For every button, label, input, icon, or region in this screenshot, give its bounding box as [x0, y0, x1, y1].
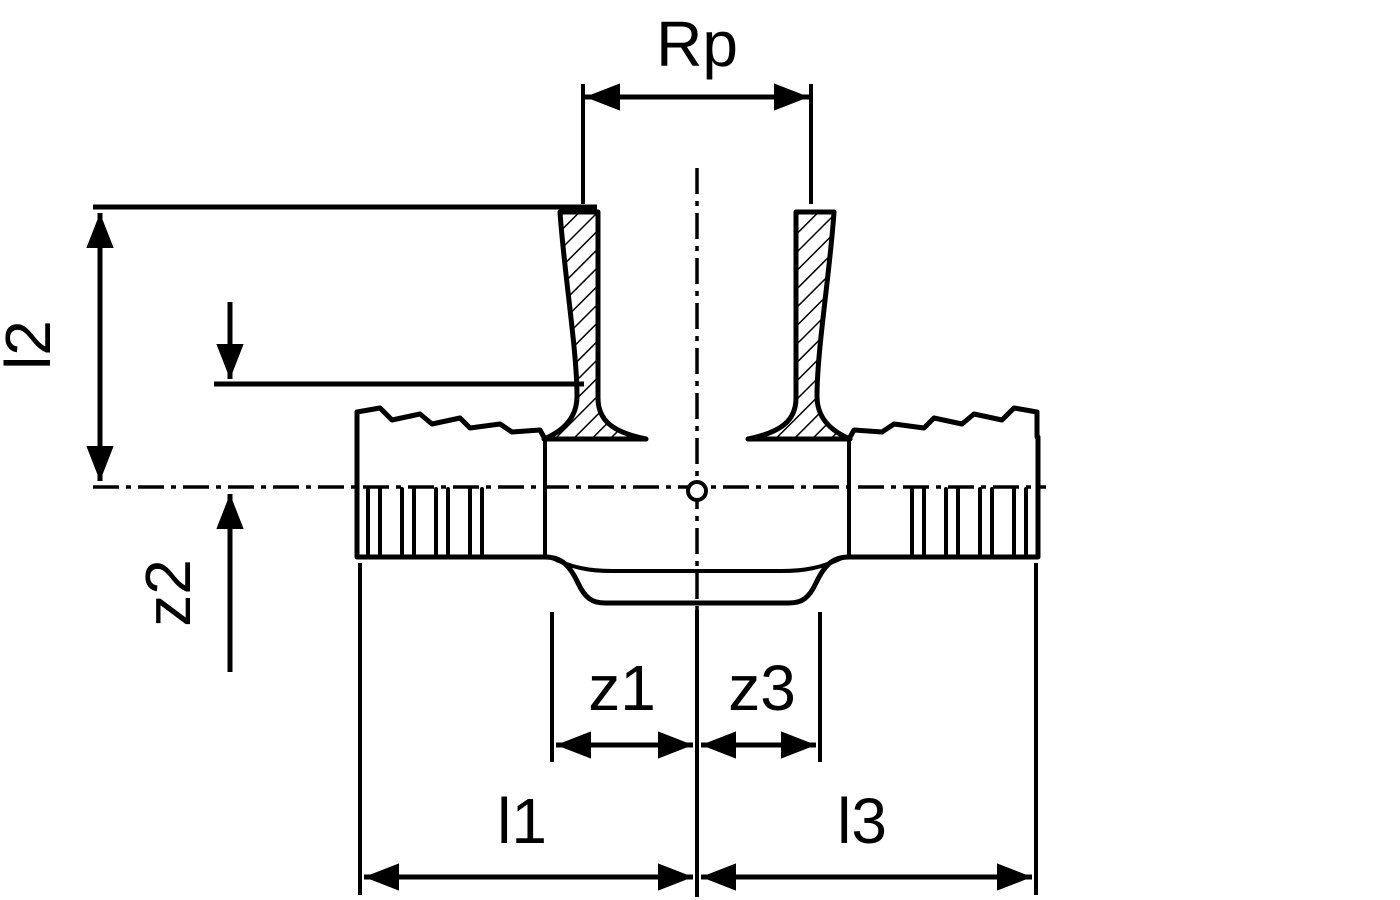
label-z1: z1 [588, 652, 656, 724]
branch-wall-left-hatched [541, 209, 649, 442]
rib-lines-bottom-right [910, 487, 1028, 558]
label-l3: l3 [837, 785, 887, 857]
dimension-l1 [358, 563, 693, 895]
label-z2: z2 [132, 559, 204, 627]
fitting-body [354, 209, 1041, 606]
dimension-l2 [86, 204, 597, 481]
branch-wall-right-hatched [745, 209, 853, 442]
centerlines [93, 168, 1046, 897]
label-l1: l1 [497, 785, 547, 857]
rib-lines-bottom-left [366, 487, 484, 558]
serrated-edge-top-left [354, 405, 548, 442]
dimension-z1 [550, 612, 693, 762]
thread-depth-indicator [214, 302, 584, 387]
inner-bore-contour [548, 555, 846, 573]
label-z3: z3 [728, 652, 796, 724]
dimension-z3 [701, 612, 822, 762]
center-mark-circle [686, 480, 708, 502]
dimension-l3 [701, 563, 1038, 895]
dimension-rp [581, 83, 813, 204]
serrated-edge-top-right [846, 405, 1040, 442]
label-rp: Rp [656, 8, 738, 80]
label-l2: l2 [0, 320, 64, 370]
